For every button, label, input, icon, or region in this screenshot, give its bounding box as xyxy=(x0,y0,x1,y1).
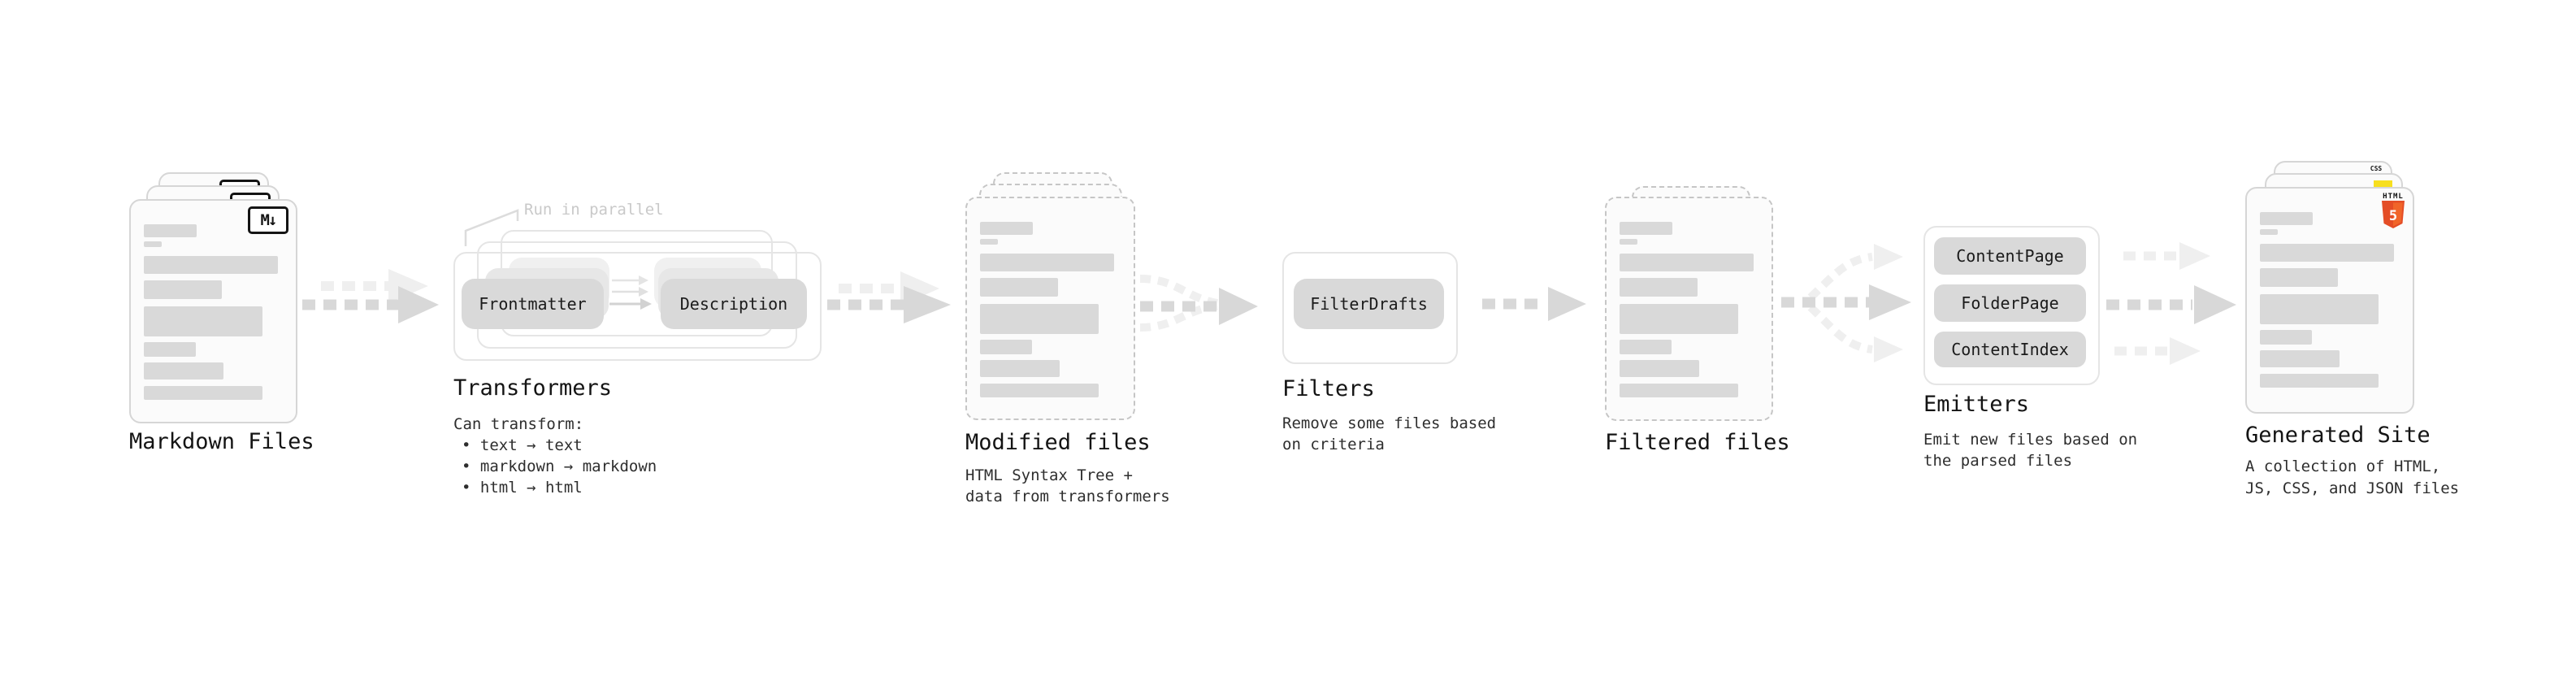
modified-file-card-front xyxy=(965,197,1135,420)
css-icon-label: CSS xyxy=(2370,165,2383,172)
caption-line: on criteria xyxy=(1282,436,1385,453)
run-in-parallel-note: Run in parallel xyxy=(524,201,664,219)
filter-box-filterdrafts: FilterDrafts xyxy=(1294,279,1444,329)
caption-line: data from transformers xyxy=(965,488,1170,505)
caption-line: Remove some files based xyxy=(1282,414,1497,432)
transformer-box-description: Description xyxy=(661,279,807,329)
caption-line: JS, CSS, and JSON files xyxy=(2245,479,2460,497)
modified-files-label: Modified files xyxy=(965,430,1151,455)
document-skeleton-lines xyxy=(2260,212,2400,412)
bullet-item: markdown → markdown xyxy=(462,456,657,477)
emitters-title: Emitters xyxy=(1923,392,2030,417)
markdown-files-label: Markdown Files xyxy=(129,429,314,454)
emitter-box-contentindex: ContentIndex xyxy=(1934,332,2086,367)
transformers-caption: Can transform: text → text markdown → ma… xyxy=(453,414,657,498)
generated-site-label: Generated Site xyxy=(2245,423,2431,448)
filtered-files-label: Filtered files xyxy=(1605,430,1790,455)
markdown-icon-label: M↓ xyxy=(260,211,278,229)
markdown-icon: M↓ xyxy=(248,206,288,234)
html5-shield: 5 xyxy=(2382,201,2405,228)
document-skeleton-lines xyxy=(980,222,1121,419)
document-skeleton-lines xyxy=(1620,222,1759,419)
transformer-box-frontmatter: Frontmatter xyxy=(462,279,604,329)
document-skeleton-lines xyxy=(144,224,283,422)
filters-title: Filters xyxy=(1282,376,1375,401)
modified-files-caption: HTML Syntax Tree + data from transformer… xyxy=(965,465,1170,507)
markdown-file-card-front: M↓ xyxy=(129,199,297,423)
caption-line: HTML Syntax Tree + xyxy=(965,466,1133,484)
transformers-title: Transformers xyxy=(453,375,613,401)
transformer-frame-front xyxy=(453,252,822,361)
filters-caption: Remove some files based on criteria xyxy=(1282,413,1496,455)
caption-line: the parsed files xyxy=(1923,452,2073,470)
svg-text:5: 5 xyxy=(2389,208,2397,224)
emitters-frame xyxy=(1923,226,2100,385)
generated-site-caption: A collection of HTML, JS, CSS, and JSON … xyxy=(2245,456,2459,500)
transformers-caption-heading: Can transform: xyxy=(453,415,584,433)
bullet-item: text → text xyxy=(462,435,657,456)
filters-frame xyxy=(1282,252,1458,364)
transformers-bullet-list: text → text markdown → markdown html → h… xyxy=(453,435,657,498)
caption-line: A collection of HTML, xyxy=(2245,458,2441,475)
html5-icon-word: HTML xyxy=(2383,193,2404,201)
emitters-caption: Emit new files based on the parsed files xyxy=(1923,429,2137,471)
filtered-file-card-front xyxy=(1605,197,1773,421)
caption-line: Emit new files based on xyxy=(1923,431,2138,449)
bullet-item: html → html xyxy=(462,477,657,498)
emitter-box-folderpage: FolderPage xyxy=(1934,284,2086,322)
emitter-box-contentpage: ContentPage xyxy=(1934,237,2086,275)
site-file-card-front: HTML 5 xyxy=(2245,187,2414,414)
html5-icon: HTML 5 xyxy=(2380,193,2406,232)
